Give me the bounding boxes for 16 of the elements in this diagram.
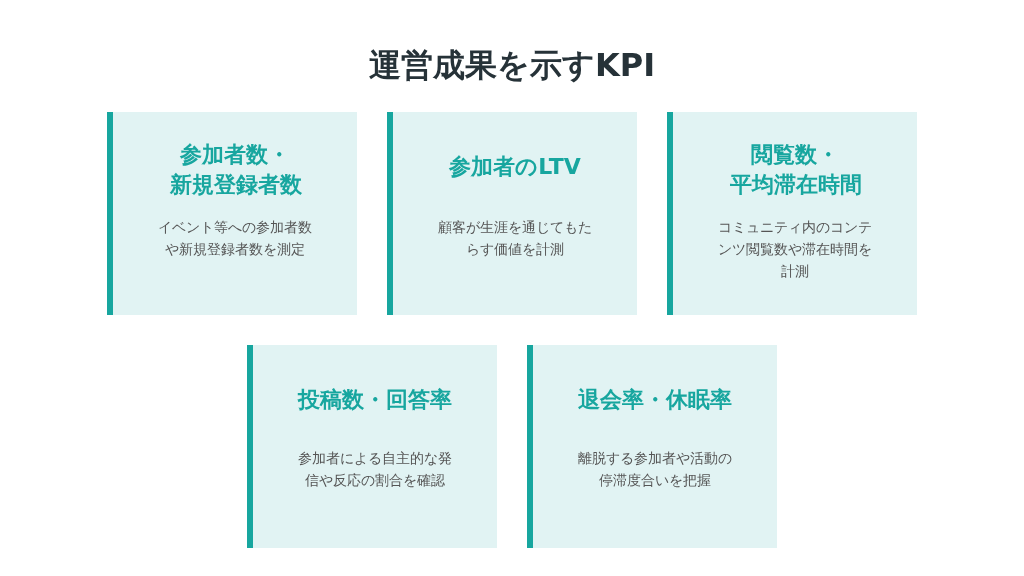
card-heading: 参加者数・新規登録者数	[170, 141, 300, 199]
kpi-card	[667, 112, 917, 315]
card-heading: 閲覧数・平均滞在時間	[730, 141, 860, 199]
card-heading: 投稿数・回答率	[296, 386, 453, 414]
card-description: イベント等への参加者数や新規登録者数を測定	[157, 218, 313, 259]
kpi-card	[387, 112, 637, 315]
title: 運営成果を示すKPI	[367, 45, 657, 86]
card-heading: 参加者のLTV	[448, 153, 582, 181]
card-description: 離脱する参加者や活動の停滞度合いを把握	[577, 449, 733, 490]
card-description: コミュニティ内のコンテンツ閲覧数や滞在時間を計測	[717, 218, 873, 281]
card-description: 顧客が生涯を通じてもたらす価値を計測	[437, 218, 593, 259]
kpi-card	[107, 112, 357, 315]
card-description: 参加者による自主的な発信や反応の割合を確認	[297, 449, 453, 490]
kpi-card	[527, 345, 777, 548]
kpi-card	[247, 345, 497, 548]
card-heading: 退会率・休眠率	[577, 386, 733, 414]
